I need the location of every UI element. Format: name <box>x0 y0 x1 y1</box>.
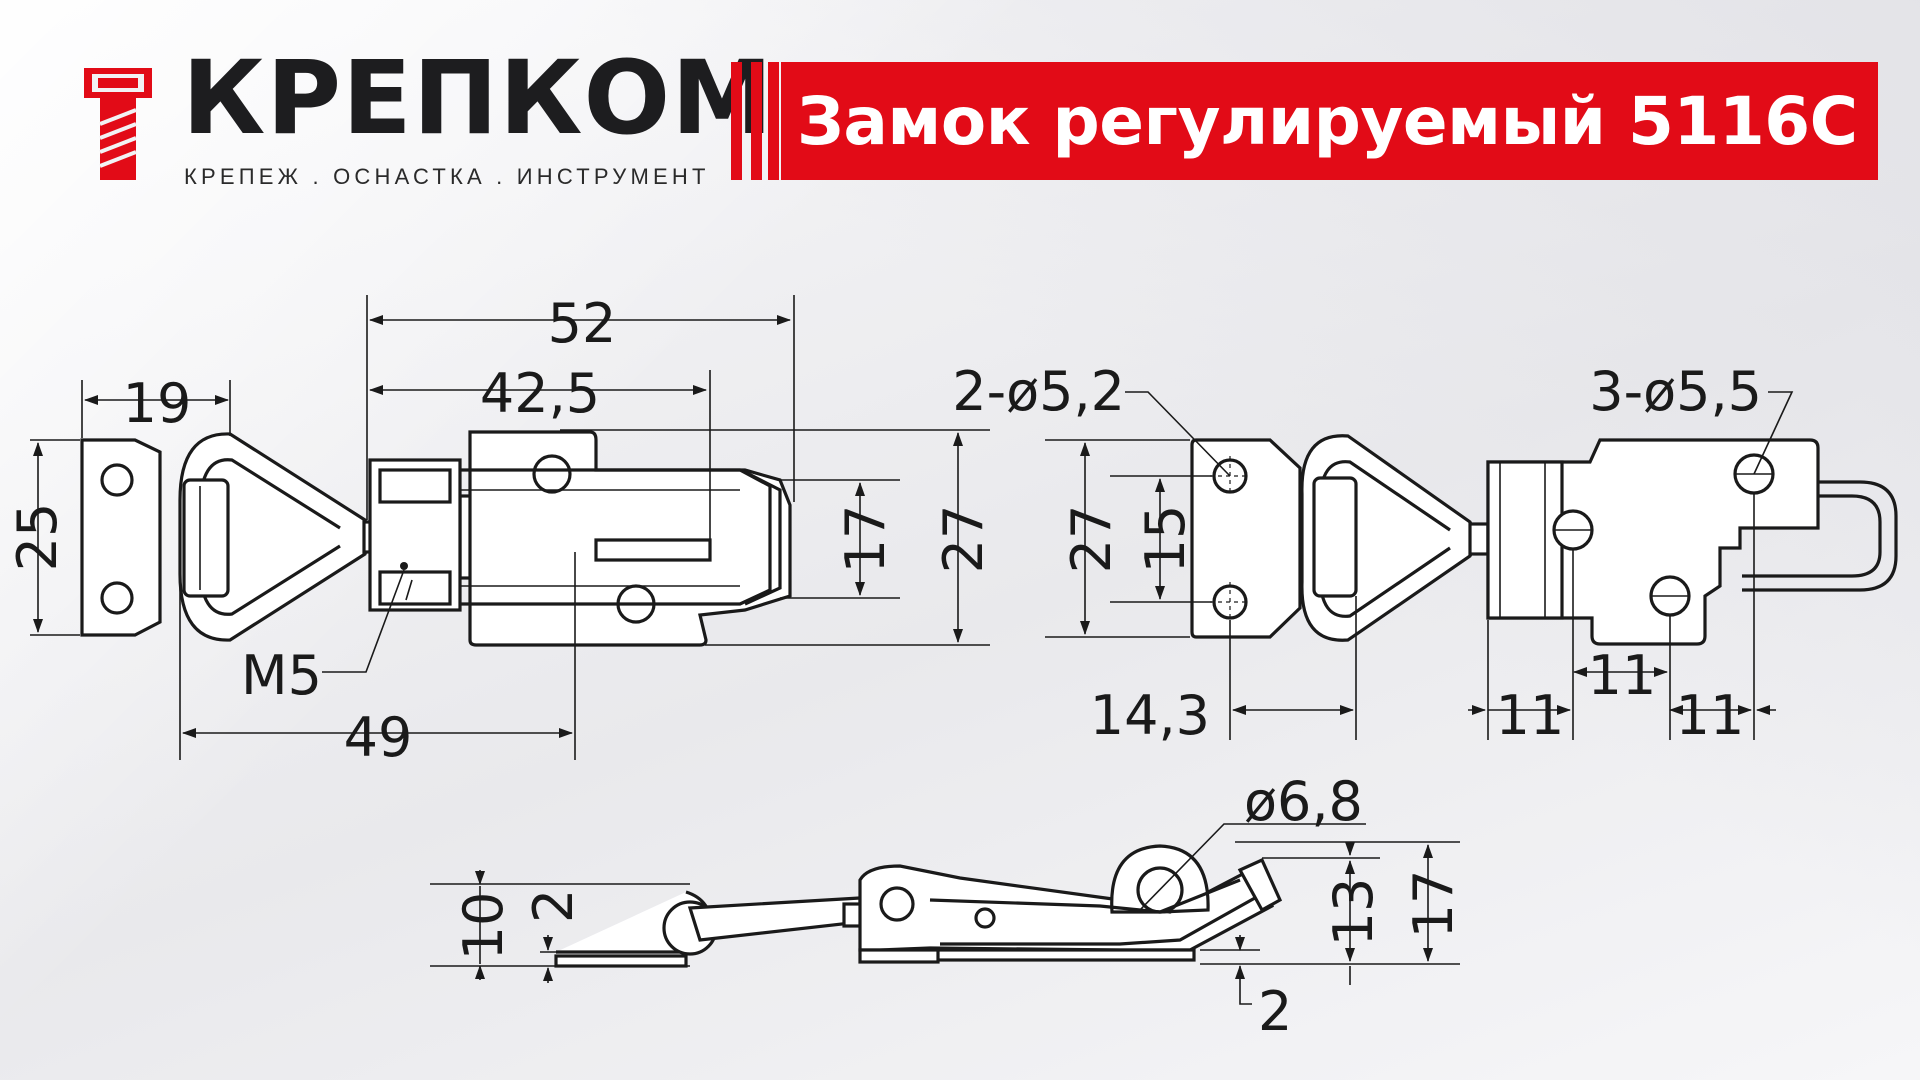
dim-hook-to-body: 49 <box>344 706 413 769</box>
dim-overall-length: 52 <box>548 292 617 355</box>
dim-spacing-2: 11 <box>1588 644 1657 707</box>
bolt-logo-icon <box>84 68 152 180</box>
dim-hook-plate-height: 25 <box>6 503 69 572</box>
top-view: 52 42,5 19 25 17 27 M5 49 <box>6 292 995 769</box>
dim-hook-plate-thickness: 2 <box>522 889 585 923</box>
dim-pivot-diameter: ø6,8 <box>1244 770 1363 833</box>
title-stripe <box>751 62 762 180</box>
dim-spacing-1: 11 <box>1496 684 1565 747</box>
brand-tagline: КРЕПЕЖ . ОСНАСТКА . ИНСТРУМЕНТ <box>184 164 710 189</box>
page-title: Замок регулируемый 5116С <box>797 82 1858 160</box>
bottom-view: 2-ø5,2 27 15 14,3 3-ø5,5 11 11 11 <box>952 360 1898 747</box>
dim-body-height: 27 <box>932 505 995 574</box>
dim-hook-holes: 2-ø5,2 <box>952 360 1125 423</box>
dim-hook-height: 10 <box>452 892 515 961</box>
dim-spacing-3: 11 <box>1676 684 1745 747</box>
dim-hole-spacing: 17 <box>834 505 897 574</box>
dim-hook-plate-height-bottom: 27 <box>1060 505 1123 574</box>
dim-hook-hole-spacing: 15 <box>1134 505 1197 574</box>
brand-name: КРЕПКОМ <box>182 39 774 158</box>
dim-hook-loop-offset: 14,3 <box>1090 684 1210 747</box>
dim-thread: M5 <box>241 644 322 707</box>
dim-body-length: 42,5 <box>480 362 600 425</box>
title-stripe <box>731 62 742 180</box>
dim-hook-plate-width: 19 <box>123 372 192 435</box>
dim-body-plate-thickness: 2 <box>1258 980 1292 1043</box>
dim-body-holes: 3-ø5,5 <box>1589 360 1762 423</box>
side-view: ø6,8 10 2 2 13 17 <box>430 770 1465 1043</box>
title-banner: Замок регулируемый 5116С <box>781 62 1878 180</box>
dim-lever-height-inner: 13 <box>1322 878 1385 947</box>
dim-lever-height-total: 17 <box>1402 870 1465 939</box>
title-stripe <box>768 62 779 180</box>
